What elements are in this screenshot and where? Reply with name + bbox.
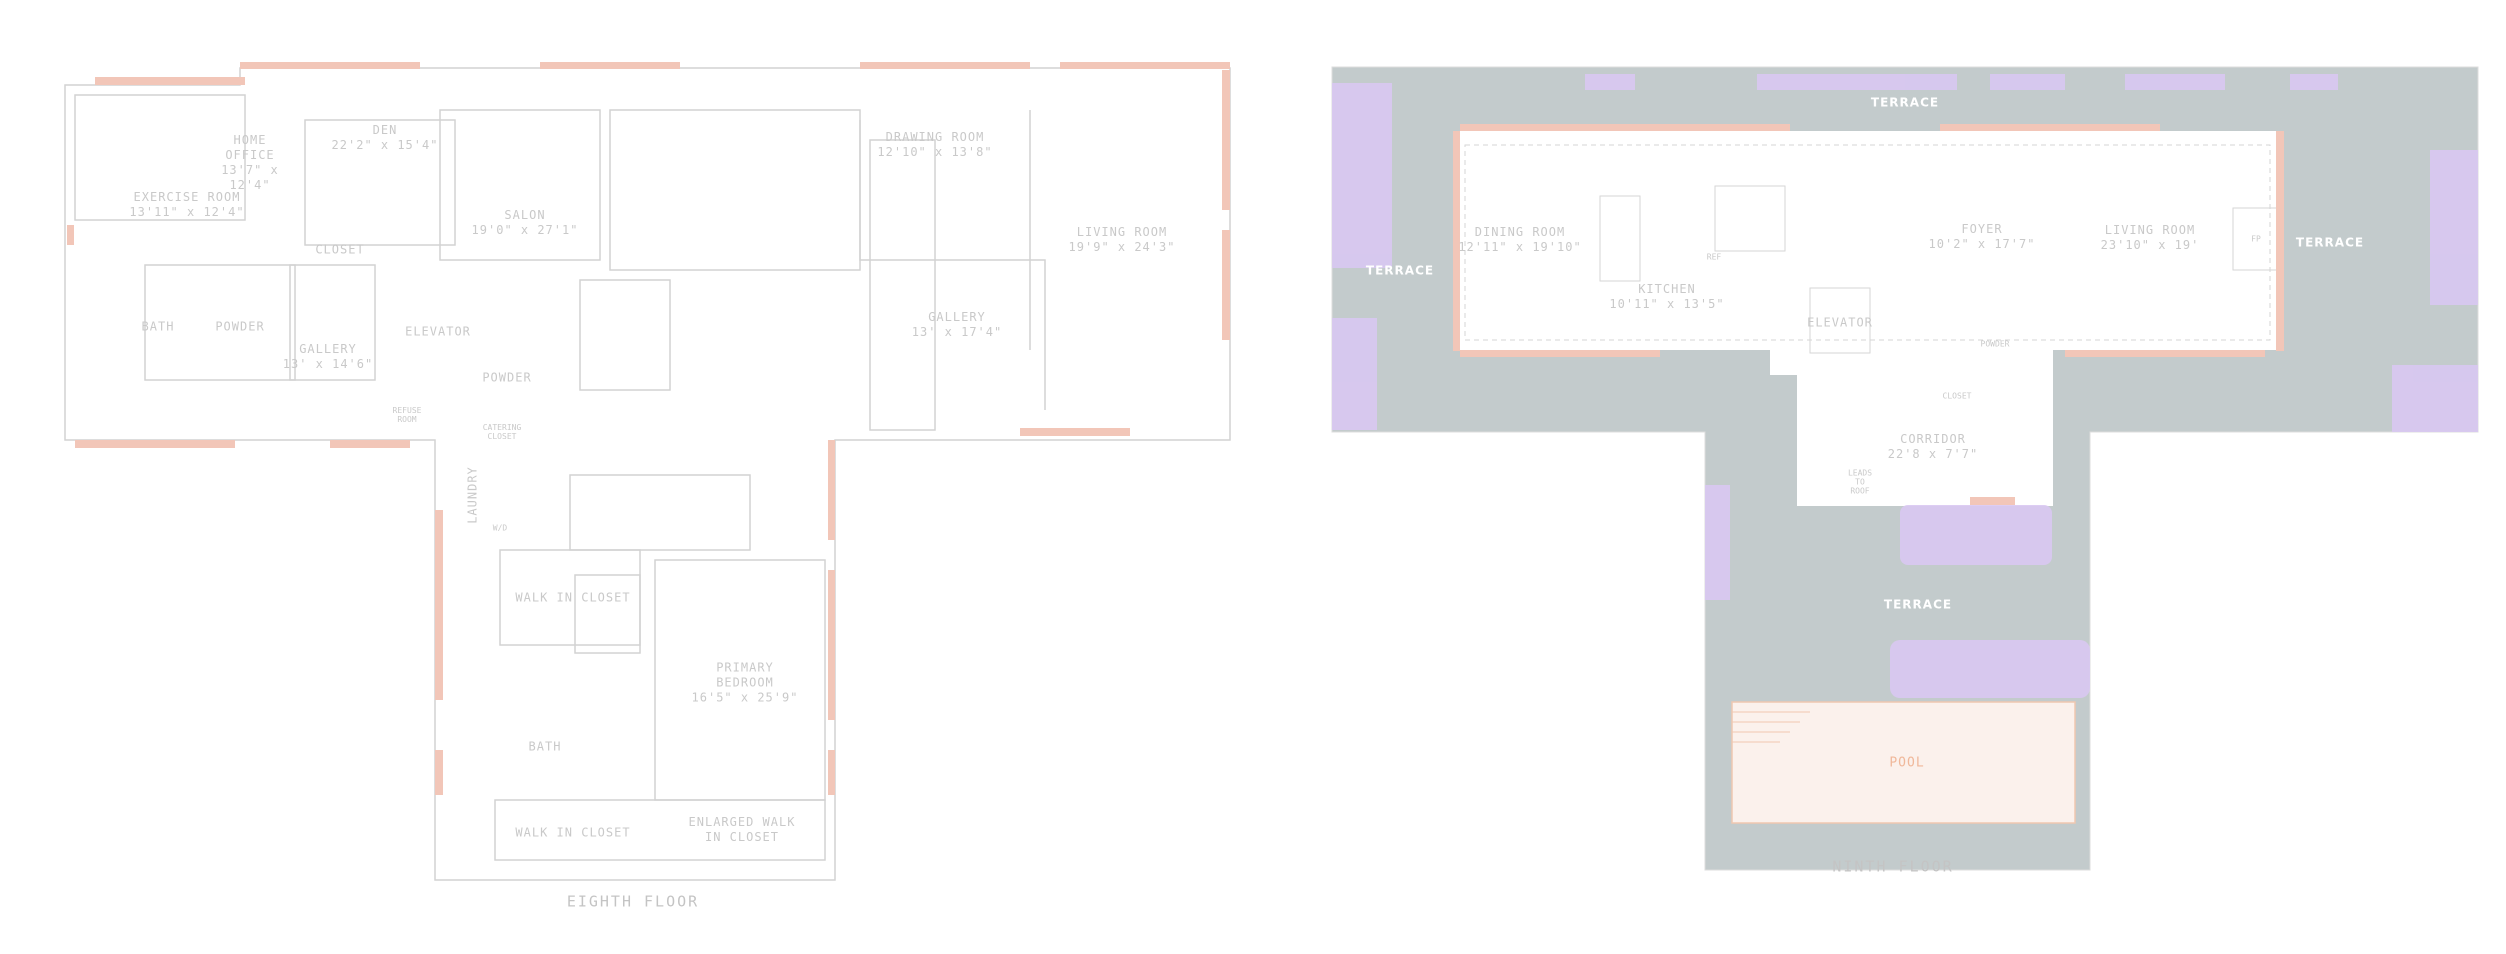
room-name: EXERCISE ROOM <box>133 190 241 204</box>
room-name: DINING ROOM <box>1474 225 1566 239</box>
floor-title-ninth: NINTH FLOOR <box>1832 857 1954 876</box>
room-dimensions: 22'2" x 15'4" <box>331 138 439 152</box>
room-dimensions: 12'11" x 19'10" <box>1458 240 1582 254</box>
eighth-floor-windows <box>67 62 1230 795</box>
room-label-wd: W/D <box>492 523 508 533</box>
room-dimensions: 13'7" x 12'4" <box>221 163 279 192</box>
room-name: GALLERY <box>299 342 357 356</box>
room-label-powder-2: POWDER <box>482 370 532 385</box>
room-label-laundry: LAUNDRY <box>465 466 480 524</box>
room-label-closet: CLOSET <box>315 242 365 257</box>
room-name: PRIMARY BEDROOM <box>716 660 774 690</box>
room-label-terrace-lower: TERRACE <box>1883 597 1953 612</box>
room-dimensions: 22'8 x 7'7" <box>1887 447 1979 461</box>
room-name: FOYER <box>1961 222 2003 236</box>
room-label-closet-9: CLOSET <box>1942 391 1972 401</box>
room-name: KITCHEN <box>1638 282 1696 296</box>
room-label-catering-closet: CATERING CLOSET <box>482 423 522 441</box>
room-dimensions: 10'2" x 17'7" <box>1928 237 2036 251</box>
eighth-floor-plan <box>64 67 1231 881</box>
stairs-note: LEADS TO ROOF <box>1847 468 1873 496</box>
room-name: DEN <box>372 123 398 137</box>
room-label-elevator: ELEVATOR <box>405 324 471 339</box>
room-label-elevator-9: ELEVATOR <box>1807 315 1873 330</box>
room-label-primary-bath: BATH <box>528 739 562 754</box>
floor-title-eighth: EIGHTH FLOOR <box>566 892 700 911</box>
room-label-fireplace: FP <box>2251 234 2261 244</box>
room-name: SALON <box>504 208 546 222</box>
room-label-powder-9: POWDER <box>1980 339 2010 349</box>
room-name: LIVING ROOM <box>2104 223 2196 237</box>
room-dimensions: 13'11" x 12'4" <box>129 205 245 219</box>
room-name: CORRIDOR <box>1900 432 1966 446</box>
room-dimensions: 23'10" x 19' <box>2100 238 2200 252</box>
room-dimensions: 16'5" x 25'9" <box>691 690 799 705</box>
room-dimensions: 19'9" x 24'3" <box>1068 240 1176 254</box>
ninth-floor-plan <box>1331 66 2479 871</box>
room-name: HOME OFFICE <box>225 133 275 162</box>
planters <box>1332 74 2478 698</box>
room-label-ref: REF <box>1706 252 1722 262</box>
room-label-terrace-left: TERRACE <box>1365 263 1435 278</box>
room-label-refuse-room: REFUSE ROOM <box>392 406 422 424</box>
room-dimensions: 13' x 14'6" <box>282 357 374 371</box>
room-dimensions: 10'11" x 13'5" <box>1609 297 1725 311</box>
room-label-walk-in-closet: WALK IN CLOSET <box>515 590 631 605</box>
room-label-terrace-top: TERRACE <box>1870 95 1940 110</box>
room-label-bath: BATH <box>141 319 175 334</box>
room-dimensions: 13' x 17'4" <box>911 325 1003 339</box>
room-dimensions: 12'10" x 13'8" <box>877 145 993 159</box>
room-name: GALLERY <box>928 310 986 324</box>
room-label-pool: POOL <box>1889 755 1925 771</box>
room-name: DRAWING ROOM <box>885 130 985 144</box>
room-dimensions: 19'0" x 27'1" <box>471 223 579 237</box>
room-label-terrace-right: TERRACE <box>2295 235 2365 250</box>
room-label-walk-in-closet-2: WALK IN CLOSET <box>515 825 631 840</box>
room-label-powder: POWDER <box>215 319 265 334</box>
room-label-enlarged-walk-in-closet: ENLARGED WALK IN CLOSET <box>688 815 796 844</box>
room-name: LIVING ROOM <box>1076 225 1168 239</box>
